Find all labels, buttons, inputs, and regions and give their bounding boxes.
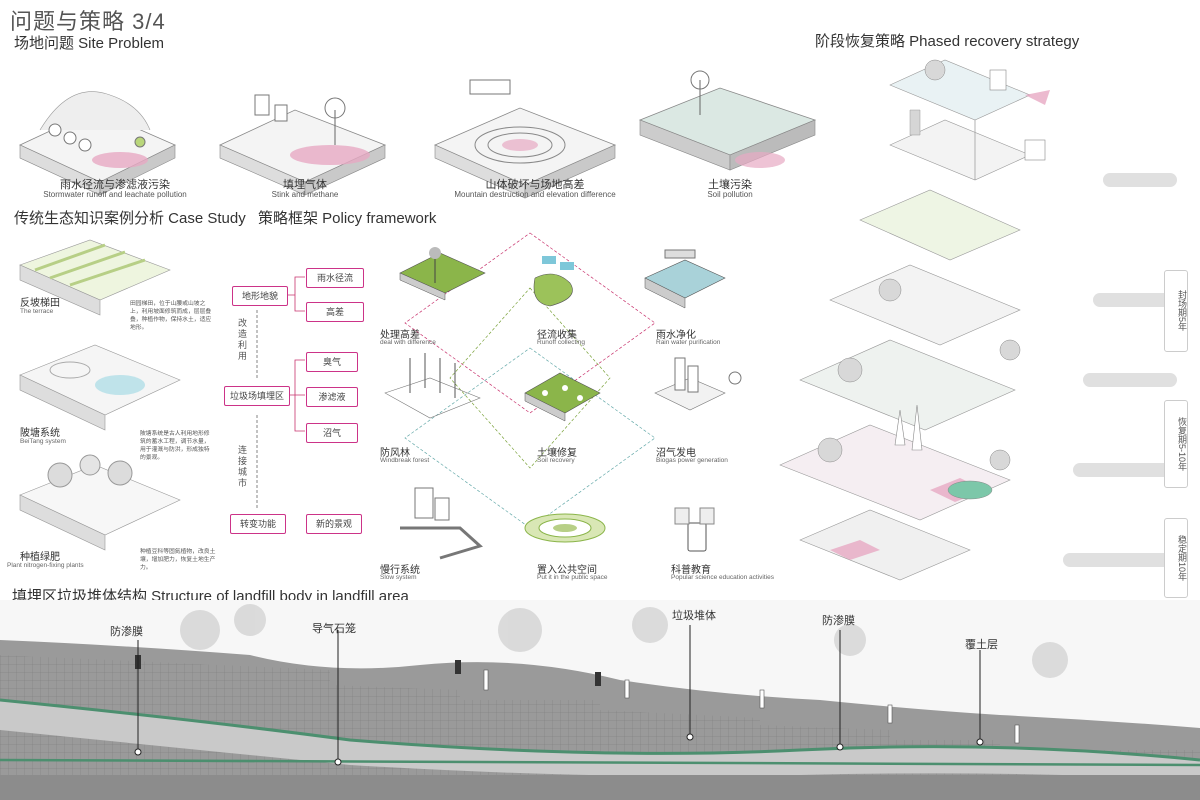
strategy-8-cn: 置入公共空间 [537, 565, 597, 576]
site-problem-title: 场地问题 Site Problem [14, 35, 165, 52]
case-1-desc: 田园梯田，位于山腰或山坡之上，利用坡面修筑而成，层层叠叠，种植作物，保持水土，适… [130, 301, 212, 331]
strategy-tile-5 [524, 372, 601, 422]
problem-4-en: Soil pollution [707, 190, 753, 199]
beitang-illustration [19, 344, 181, 431]
structure-label-2: 导气石笼 [312, 623, 356, 635]
policy-improve: 改造利用 [238, 318, 248, 361]
strategy-1-cn: 处理高差 [380, 330, 420, 341]
strategy-tile-1 [399, 247, 486, 301]
policy-connect: 连接城市 [238, 445, 248, 488]
problem-3-en: Mountain destruction and elevation diffe… [454, 190, 616, 199]
case-3-en: Plant nitrogen-fixing plants [7, 562, 84, 569]
problem-3-cn: 山体破坏与场地高差 [485, 179, 585, 191]
strategy-tile-8 [524, 513, 606, 543]
problem-block-2 [219, 94, 387, 196]
strategy-2-cn: 径流收集 [537, 330, 577, 341]
strategy-7-en: Slow system [380, 574, 417, 581]
policy-biogas: 沼气 [306, 423, 358, 443]
strategy-9-en: Popular science education activities [671, 574, 774, 581]
policy-connectors [256, 276, 343, 524]
green-manure-illustration [19, 454, 181, 551]
structure-label-1: 防渗膜 [110, 626, 143, 638]
strategy-9-cn: 科普教育 [671, 565, 711, 576]
policy-odor: 臭气 [306, 352, 358, 372]
strategy-4-cn: 防风林 [380, 448, 410, 459]
strategy-5-cn: 土壤修复 [537, 448, 577, 459]
problem-block-4 [638, 70, 817, 171]
case-1-cn: 反坡梯田 [20, 298, 60, 309]
policy-leachate: 渗滤液 [306, 387, 358, 407]
phased-title: 阶段恢复策略 Phased recovery strategy [815, 33, 1080, 50]
strategy-3-en: Rain water purification [656, 339, 721, 346]
terrace-illustration [19, 239, 171, 316]
site-problem-illustrations [19, 70, 817, 199]
phase-2-tag: 恢复期5-10年 [1164, 400, 1188, 488]
case-3-desc: 种植豆科等固氮植物，改良土壤，增加肥力，恢复土地生产力。 [140, 549, 216, 571]
structure-label-5: 覆土层 [965, 639, 998, 651]
landfill-section [0, 600, 1200, 800]
problem-block-3 [434, 79, 617, 199]
case-1-en: The terrace [20, 308, 54, 315]
case-study-illustrations [19, 239, 181, 551]
strategy-3-cn: 雨水净化 [656, 330, 696, 341]
policy-runoff: 雨水径流 [306, 268, 364, 288]
page-title: 问题与策略 3/4 [10, 9, 166, 34]
problem-2-cn: 填埋气体 [283, 179, 327, 191]
strategy-4-en: Windbreak forest [380, 457, 430, 464]
problem-1-en: Stormwater runoff and leachate pollution [43, 190, 187, 199]
strategy-5-en: Soil recovery [537, 457, 575, 464]
problem-4-cn: 土壤污染 [708, 179, 752, 191]
problem-block-1 [19, 91, 176, 196]
policy-transform: 转变功能 [230, 514, 286, 534]
strategy-tile-2 [533, 256, 574, 307]
strategy-tile-7 [400, 487, 483, 560]
structure-label-3: 垃圾堆体 [672, 610, 716, 622]
structure-label-4: 防渗膜 [822, 615, 855, 627]
strategy-tile-3 [644, 249, 726, 309]
phased-illustration [779, 59, 1177, 581]
policy-landfill: 垃圾场填埋区 [224, 386, 290, 406]
strategy-2-en: Runoff collecting [537, 339, 585, 346]
strategy-6-en: Biogas power generation [656, 457, 728, 464]
strategy-7-cn: 慢行系统 [380, 565, 420, 576]
strategy-8-en: Put it in the public space [537, 574, 608, 581]
problem-2-en: Stink and methane [271, 190, 339, 199]
case-study-title: 传统生态知识案例分析 Case Study [14, 210, 246, 227]
case-2-cn: 陂塘系统 [20, 428, 60, 439]
case-3-cn: 种植绿肥 [20, 552, 60, 563]
phase-3-tag: 稳定期10年 [1164, 518, 1188, 598]
policy-terrain: 地形地貌 [232, 286, 288, 306]
strategy-tile-6 [654, 357, 742, 411]
case-2-desc: 陂塘系统是古人利用地形修筑的蓄水工程，调节水量，用于灌溉与防洪，形成独特的景观。 [140, 431, 210, 461]
case-2-en: BeiTang system [20, 438, 66, 445]
strategy-6-cn: 沼气发电 [656, 448, 696, 459]
phase-1-tag: 封场期5年 [1164, 270, 1188, 352]
strategy-tile-9 [674, 507, 715, 552]
strategy-tile-4 [384, 353, 481, 419]
policy-newscape: 新的景观 [306, 514, 362, 534]
policy-title: 策略框架 Policy framework [258, 210, 437, 227]
strategy-grid [384, 232, 742, 560]
strategy-1-en: deal with difference [380, 339, 436, 346]
policy-elevation: 高差 [306, 302, 364, 322]
problem-1-cn: 雨水径流与渗滤液污染 [60, 179, 170, 191]
